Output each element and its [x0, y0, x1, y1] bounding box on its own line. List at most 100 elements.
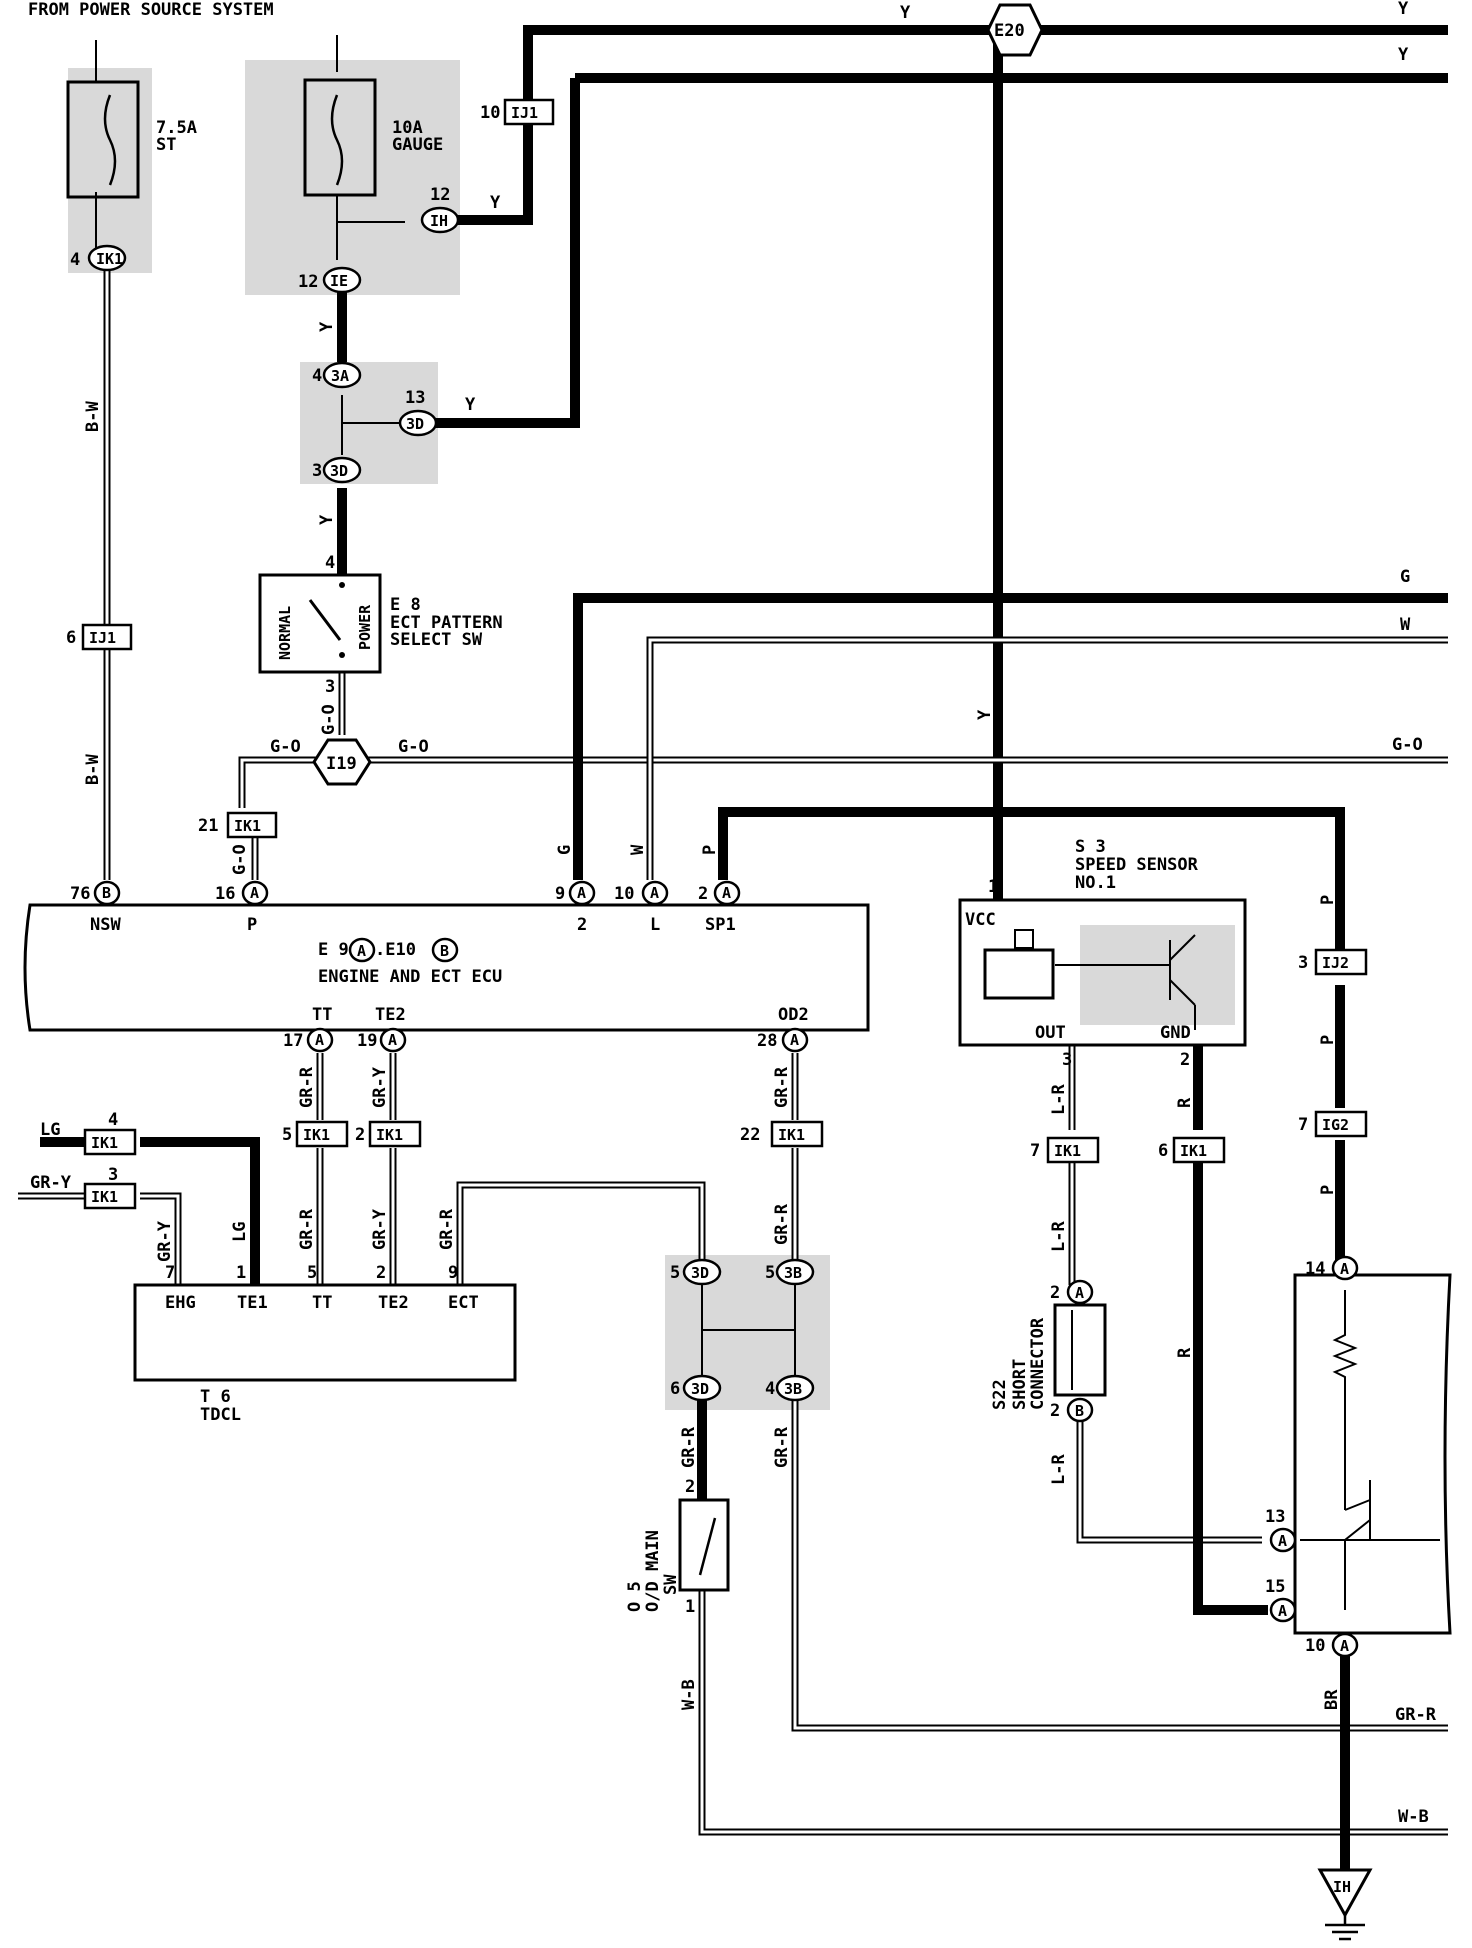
connector-3d-branch-oval — [398, 409, 438, 437]
svg-text:Y: Y — [317, 514, 337, 525]
svg-text:22: 22 — [740, 1125, 760, 1145]
svg-text:16: 16 — [215, 884, 235, 904]
svg-text:TT: TT — [312, 1005, 332, 1025]
svg-text:4: 4 — [325, 553, 335, 573]
svg-text:E20: E20 — [994, 21, 1025, 41]
svg-text:17: 17 — [283, 1031, 303, 1051]
svg-text:3: 3 — [325, 677, 335, 697]
svg-text:W: W — [628, 844, 648, 855]
svg-text:1: 1 — [685, 1597, 695, 1617]
svg-text:GR-R: GR-R — [297, 1208, 317, 1250]
svg-text:3: 3 — [1298, 953, 1308, 973]
svg-text:13: 13 — [405, 388, 425, 408]
svg-text:GR-R: GR-R — [772, 1203, 792, 1245]
svg-text:5: 5 — [670, 1263, 680, 1283]
tdcl-box — [133, 1283, 517, 1382]
svg-text:IK1: IK1 — [376, 1126, 403, 1144]
svg-text:3A: 3A — [331, 367, 349, 385]
connector-3d-oval — [322, 456, 362, 484]
connector-i19 — [312, 738, 372, 786]
svg-text:IK1: IK1 — [778, 1126, 805, 1144]
svg-text:9: 9 — [555, 884, 565, 904]
svg-text:3D: 3D — [691, 1380, 709, 1398]
svg-text:R: R — [1175, 1347, 1195, 1358]
svg-text:10: 10 — [1305, 1636, 1325, 1656]
svg-text:LG: LG — [40, 1120, 60, 1140]
wire-y-3d — [435, 78, 580, 428]
svg-text:6: 6 — [670, 1379, 680, 1399]
svg-text:SPEED SENSOR: SPEED SENSOR — [1075, 855, 1199, 875]
svg-text:GR-R: GR-R — [772, 1066, 792, 1108]
svg-text:2: 2 — [376, 1263, 386, 1283]
svg-text:TE2: TE2 — [378, 1293, 409, 1313]
svg-text:15: 15 — [1265, 1577, 1285, 1597]
right-component-box — [1293, 1273, 1452, 1635]
svg-text:A: A — [1075, 1284, 1084, 1302]
connector-ik1-tt — [295, 1120, 349, 1148]
svg-text:P: P — [700, 845, 720, 855]
svg-text:Y: Y — [1398, 45, 1409, 65]
svg-text:3D: 3D — [406, 415, 424, 433]
svg-text:IG2: IG2 — [1322, 1116, 1349, 1134]
svg-text:Y: Y — [465, 395, 476, 415]
svg-text:4: 4 — [108, 1110, 118, 1130]
svg-text:B-W: B-W — [83, 401, 103, 432]
ecu-box — [23, 903, 870, 1032]
svg-text:2: 2 — [1050, 1401, 1060, 1421]
connector-3a-oval — [322, 361, 362, 389]
svg-text:P: P — [1318, 1185, 1338, 1195]
svg-text:TE2: TE2 — [375, 1005, 406, 1025]
svg-text:B-W: B-W — [83, 754, 103, 785]
connector-ij1-top — [503, 98, 555, 126]
fuse-gauge — [303, 78, 377, 197]
svg-text:G-O: G-O — [270, 737, 301, 757]
svg-text:6: 6 — [66, 628, 76, 648]
svg-text:BR: BR — [1322, 1689, 1342, 1710]
svg-text:L-R: L-R — [1049, 1084, 1069, 1115]
svg-text:3D: 3D — [330, 462, 348, 480]
svg-text:GR-R: GR-R — [437, 1208, 457, 1250]
connector-ij2 — [1314, 948, 1368, 976]
svg-text:B: B — [440, 942, 449, 960]
svg-text:12: 12 — [430, 185, 450, 205]
svg-text:7: 7 — [1298, 1115, 1308, 1135]
svg-text:G: G — [555, 845, 575, 855]
svg-text:B: B — [102, 884, 111, 902]
svg-text:IK1: IK1 — [91, 1188, 118, 1206]
connector-ig2 — [1314, 1110, 1368, 1138]
svg-text:GR-R: GR-R — [772, 1426, 792, 1468]
connector-ik1-te2 — [368, 1120, 422, 1148]
svg-text:GR-Y: GR-Y — [370, 1208, 390, 1250]
connector-ik1-p — [226, 811, 278, 839]
svg-text:IJ1: IJ1 — [511, 104, 538, 122]
fuse-shade-gauge — [245, 60, 460, 295]
svg-text:2: 2 — [1180, 1050, 1190, 1070]
svg-text:Y: Y — [975, 709, 995, 720]
svg-text:A: A — [1340, 1637, 1349, 1655]
svg-text:28: 28 — [757, 1031, 777, 1051]
svg-text:W: W — [1400, 615, 1411, 635]
svg-text:2: 2 — [698, 884, 708, 904]
svg-text:R: R — [1175, 1097, 1195, 1108]
connector-ik1-out — [1046, 1136, 1100, 1164]
svg-text:TE1: TE1 — [237, 1293, 268, 1313]
svg-text:IK1: IK1 — [1054, 1142, 1081, 1160]
svg-text:OUT: OUT — [1035, 1023, 1066, 1043]
svg-text:O/D MAIN: O/D MAIN — [643, 1530, 663, 1612]
svg-text:E 8: E 8 — [390, 595, 421, 615]
svg-text:9: 9 — [448, 1263, 458, 1283]
svg-text:A: A — [1278, 1602, 1287, 1620]
svg-text:IK1: IK1 — [234, 817, 261, 835]
svg-text:IK1: IK1 — [303, 1126, 330, 1144]
svg-text:A: A — [722, 884, 731, 902]
svg-text:76: 76 — [70, 884, 90, 904]
svg-text:SP1: SP1 — [705, 915, 736, 935]
svg-text:10: 10 — [614, 884, 634, 904]
svg-text:T 6: T 6 — [200, 1387, 231, 1407]
svg-text:GR-Y: GR-Y — [30, 1173, 72, 1193]
svg-text:3: 3 — [312, 461, 322, 481]
od-main-switch — [678, 1498, 730, 1592]
svg-text:G-O: G-O — [230, 844, 250, 875]
svg-text:G: G — [1400, 567, 1410, 587]
